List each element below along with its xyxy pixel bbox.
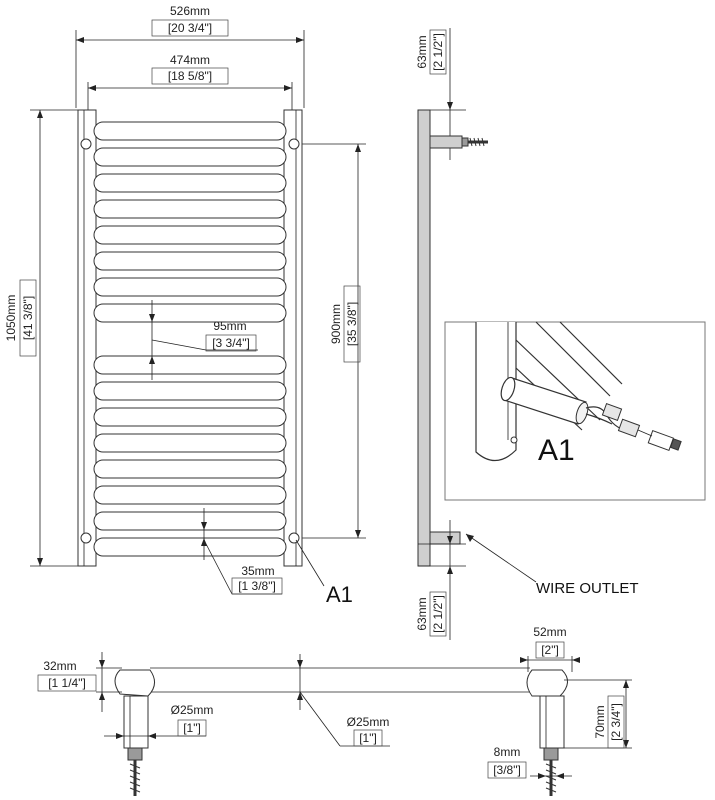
callout-a1: A1 — [326, 582, 353, 607]
bar-width-in: [18 5/8"] — [168, 69, 212, 83]
post-dia-mm: Ø25mm — [171, 703, 214, 717]
bottom-bracket — [429, 531, 461, 545]
bar-spacing-in: [1 3/8"] — [238, 579, 276, 593]
bottom-view: 32mm [1 1/4"] Ø25mm [1"] Ø25mm [1"] 52mm… — [37, 625, 632, 796]
top-bracket — [429, 135, 463, 149]
detail-a1: A1 — [444, 321, 706, 501]
right-post — [539, 695, 565, 749]
mount-hole — [288, 532, 300, 544]
bottom-offset-in: [2 1/2"] — [431, 595, 445, 633]
bottom-offset-mm: 63mm — [415, 597, 429, 630]
depth-in: [1 1/4"] — [48, 676, 86, 690]
post-dia-in: [1"] — [183, 721, 201, 735]
bar-dia-in: [1"] — [359, 731, 377, 745]
front-view: 526mm [20 3/4"] 474mm [18 5/8"] 1050mm [… — [4, 4, 366, 607]
bar-dia-mm: Ø25mm — [347, 715, 390, 729]
detail-callout-a1: A1 — [538, 434, 575, 467]
bar-gap-in: [3 3/4"] — [212, 336, 250, 350]
depth-mm: 32mm — [43, 659, 76, 673]
screw-mm: 8mm — [494, 745, 521, 759]
mount-spacing-mm: 900mm — [329, 304, 343, 344]
end-width-in: [2"] — [541, 643, 559, 657]
top-offset-in: [2 1/2"] — [431, 33, 445, 71]
bar-gap-mm: 95mm — [213, 319, 246, 333]
overall-height-mm: 1050mm — [4, 295, 18, 342]
mount-hole — [80, 138, 92, 150]
bar-width-mm: 474mm — [170, 53, 210, 67]
overall-width-mm: 526mm — [170, 4, 210, 18]
mount-spacing-in: [35 3/8"] — [345, 302, 359, 346]
wire-outlet-label: WIRE OUTLET — [536, 580, 639, 597]
screw-in: [3/8"] — [493, 763, 521, 777]
right-rail — [283, 109, 303, 567]
towel-bars — [93, 121, 287, 557]
side-view: 63mm [2 1/2"] WIRE OUTLET 63mm [2 1/2"] — [415, 28, 639, 640]
standoff-in: [2 3/4"] — [609, 703, 623, 741]
side-rail — [417, 109, 431, 567]
end-width-mm: 52mm — [533, 625, 566, 639]
bar-spacing-mm: 35mm — [241, 564, 274, 578]
mount-hole — [288, 138, 300, 150]
left-post — [123, 695, 149, 749]
standoff-mm: 70mm — [593, 705, 607, 738]
overall-height-in: [41 3/8"] — [21, 296, 35, 340]
left-rail — [77, 109, 97, 567]
top-offset-mm: 63mm — [415, 35, 429, 68]
overall-width-in: [20 3/4"] — [168, 21, 212, 35]
mount-hole — [80, 532, 92, 544]
right-end-cap — [526, 669, 568, 697]
